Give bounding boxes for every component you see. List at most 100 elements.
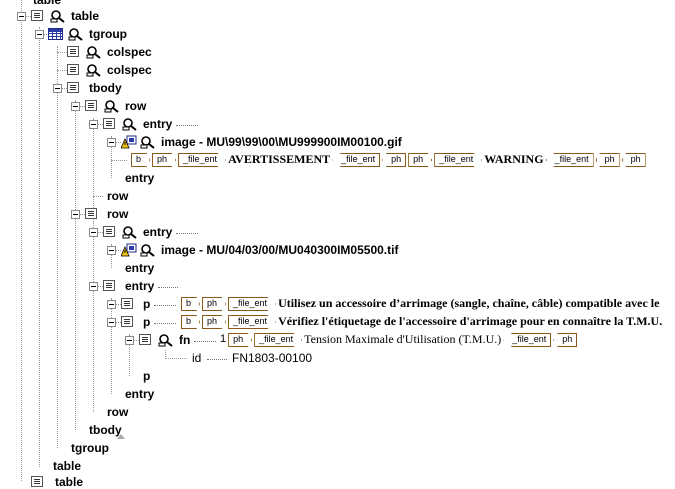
tag-b-start[interactable]: b [181, 297, 201, 311]
node-fn[interactable]: fn [179, 333, 191, 347]
node-p[interactable]: p [143, 297, 151, 311]
node-colspec[interactable]: colspec [107, 63, 152, 77]
tag-ph-end[interactable]: ph [595, 153, 620, 167]
tree-line [39, 34, 49, 35]
element-icon [103, 226, 115, 237]
collapse-toggle-image[interactable] [107, 246, 116, 255]
inline-text: Tension Maximale d'Utilisation (T.M.U.) [304, 332, 502, 346]
collapse-toggle-row[interactable] [71, 102, 80, 111]
node-entry-close[interactable]: entry [125, 387, 155, 401]
tag-ph-end[interactable]: ph [553, 333, 578, 347]
tag-file-ent-start[interactable]: _file_ent [434, 153, 483, 167]
table-grid-icon [48, 28, 63, 40]
collapse-toggle-entry[interactable] [89, 228, 98, 237]
collapse-toggle-image[interactable] [107, 138, 116, 147]
node-table-bottom[interactable]: table [55, 475, 84, 489]
attribute-leader [207, 359, 227, 360]
tree-line [111, 250, 121, 251]
tree-line [57, 70, 67, 71]
attributes-icon [122, 118, 137, 131]
node-image[interactable]: image - MU\99\99\00\MU999900IM00100.gif [161, 135, 402, 149]
tag-file-ent-end[interactable]: _file_ent [503, 333, 552, 347]
node-p-close[interactable]: p [143, 369, 151, 383]
tag-ph-start[interactable]: ph [152, 153, 177, 167]
node-table-top[interactable]: table [33, 0, 62, 7]
attributes-icon [86, 64, 101, 77]
tree-line [129, 340, 139, 341]
collapse-toggle-tbody[interactable] [53, 84, 62, 93]
tree-line [75, 106, 85, 107]
tag-ph-start[interactable]: ph [202, 315, 227, 329]
attribute-id-name[interactable]: id [192, 351, 202, 365]
tag-file-ent-end[interactable]: _file_ent [332, 153, 381, 167]
collapse-toggle-entry[interactable] [89, 120, 98, 129]
attributes-icon [140, 136, 155, 149]
tag-ph-start[interactable]: ph [228, 333, 253, 347]
node-image[interactable]: image - MU/04/03/00/MU040300IM05500.tif [161, 243, 399, 257]
tag-ph-end[interactable]: ph [621, 153, 646, 167]
element-icon [31, 476, 43, 487]
attribute-id-value[interactable]: FN1803-00100 [232, 351, 313, 365]
node-row-close[interactable]: row [107, 405, 129, 419]
element-icon [85, 100, 97, 111]
attributes-icon [50, 10, 65, 23]
node-entry[interactable]: entry [143, 117, 173, 131]
node-tbody-close[interactable]: tbody [89, 423, 122, 437]
tag-file-ent-end[interactable]: _file_ent [545, 153, 594, 167]
tree-line [93, 196, 103, 197]
tag-ph-start[interactable]: ph [202, 297, 227, 311]
collapse-toggle-p[interactable] [107, 300, 116, 309]
attribute-leader [154, 323, 176, 324]
element-icon [121, 316, 133, 327]
attribute-leader [176, 233, 198, 234]
node-entry[interactable]: entry [143, 225, 173, 239]
tree-line [57, 52, 67, 53]
collapse-toggle-tgroup[interactable] [35, 30, 44, 39]
element-icon [103, 280, 115, 291]
node-tgroup-close[interactable]: tgroup [71, 441, 109, 455]
node-tbody[interactable]: tbody [89, 81, 122, 95]
attributes-icon [86, 46, 101, 59]
collapse-toggle-p[interactable] [107, 318, 116, 327]
collapse-toggle-entry[interactable] [89, 282, 98, 291]
tag-ph-start[interactable]: ph [408, 153, 433, 167]
node-tgroup[interactable]: tgroup [89, 27, 127, 41]
tree-line [111, 136, 112, 178]
attribute-leader [154, 305, 176, 306]
node-row[interactable]: row [107, 207, 129, 221]
image-warning-icon [121, 243, 137, 257]
collapse-toggle-fn[interactable] [125, 336, 134, 345]
node-entry[interactable]: entry [125, 279, 155, 293]
tag-file-ent-start[interactable]: _file_ent [254, 333, 303, 347]
tree-line [75, 214, 85, 215]
tree-line [21, 0, 22, 481]
tag-file-ent-start[interactable]: _file_ent [178, 153, 227, 167]
node-entry-close[interactable]: entry [125, 261, 155, 275]
tree-line [111, 298, 112, 394]
tag-b-start[interactable]: b [181, 315, 201, 329]
collapse-toggle-table[interactable] [17, 12, 26, 21]
attribute-leader [176, 125, 198, 126]
collapse-toggle-row[interactable] [71, 210, 80, 219]
tree-line [93, 118, 94, 412]
node-colspec[interactable]: colspec [107, 45, 152, 59]
node-row[interactable]: row [125, 99, 147, 113]
attributes-icon [68, 28, 83, 41]
node-entry-close[interactable]: entry [125, 171, 155, 185]
footnote-number: 1 [220, 333, 227, 345]
node-table-close[interactable]: table [53, 459, 82, 473]
collapse-arrow-icon[interactable] [117, 434, 125, 439]
node-p[interactable]: p [143, 315, 151, 329]
tag-b-start[interactable]: b [131, 153, 151, 167]
tag-file-ent-start[interactable]: _file_ent [228, 297, 277, 311]
tag-file-ent-start[interactable]: _file_ent [228, 315, 277, 329]
attributes-icon [122, 226, 137, 239]
tree-line [165, 350, 166, 359]
node-table[interactable]: table [71, 9, 100, 23]
tag-ph-end[interactable]: ph [382, 153, 407, 167]
node-row-close[interactable]: row [107, 189, 129, 203]
